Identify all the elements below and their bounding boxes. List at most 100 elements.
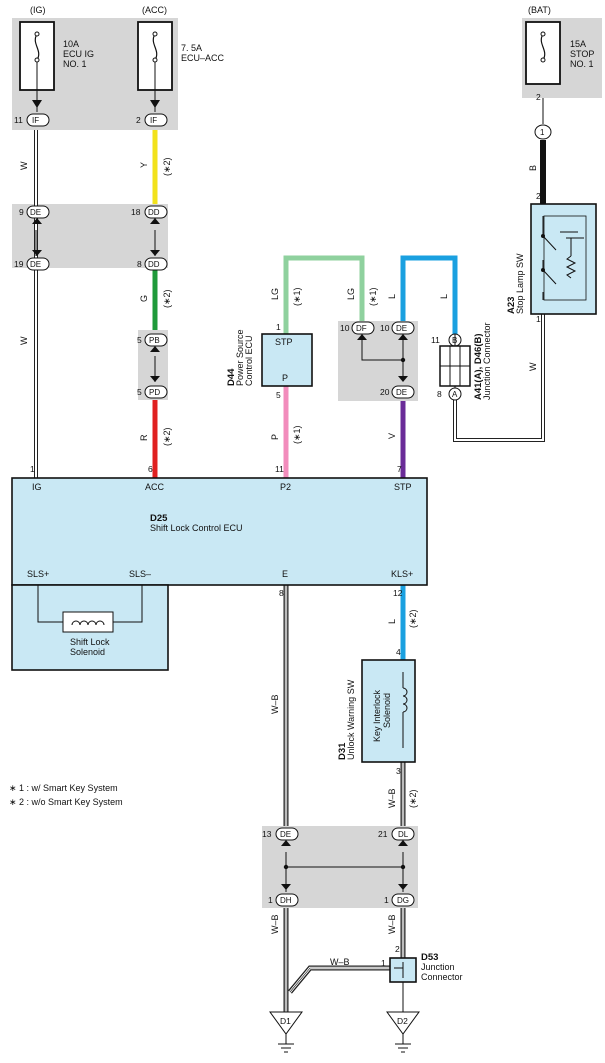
- conn-dd-1: DD: [148, 208, 160, 217]
- conn-dl: DL: [398, 830, 409, 839]
- stop-lamp-switch: [530, 203, 597, 315]
- source-bat: (BAT): [528, 5, 551, 15]
- d44-code: D44: [226, 368, 237, 386]
- conn-de-3: DE: [396, 324, 407, 333]
- conn-pd: PD: [149, 388, 160, 397]
- pin-20: 20: [380, 387, 390, 397]
- conn-if-1: IF: [32, 116, 39, 125]
- d25-term-p2: P2: [280, 482, 291, 492]
- source-ig: (IG): [30, 5, 46, 15]
- connector-arrows: [32, 218, 408, 890]
- wl-b: B: [528, 165, 538, 171]
- conn-de-4: DE: [396, 388, 407, 397]
- d25-term-stp: STP: [394, 482, 412, 492]
- pin-10-de: 10: [380, 323, 390, 333]
- d25-term-kls: KLS+: [391, 569, 413, 579]
- fuse-acc-name1: ECU–ACC: [181, 53, 225, 63]
- pin-8-dd: 8: [137, 259, 142, 269]
- d25-code: D25: [150, 513, 168, 524]
- d44-top-terminal: STP: [275, 337, 293, 347]
- key-interlock-coil: [402, 687, 408, 713]
- d31-inner2: Solenoid: [382, 693, 392, 728]
- d53-name1: Junction: [421, 962, 455, 972]
- a23-code: A23: [506, 297, 517, 314]
- d31-name: Unlock Warning SW: [346, 679, 356, 760]
- a23-name: Stop Lamp SW: [515, 253, 525, 314]
- wire-lg: [283, 255, 365, 334]
- pin-5-pb: 5: [137, 335, 142, 345]
- wire-d53-d1: [288, 965, 390, 994]
- wl-p: P: [270, 434, 280, 440]
- pin-1-d53: 1: [381, 958, 386, 968]
- d25-term-e: E: [282, 569, 288, 579]
- d31-code: D31: [337, 742, 348, 760]
- fuse-stop: [525, 21, 561, 85]
- d25-term-acc: ACC: [145, 482, 165, 492]
- wl-wb-2: W–B: [387, 788, 397, 808]
- pin-4-d31: 4: [396, 647, 401, 657]
- pin-6-acc: 6: [148, 464, 153, 474]
- solenoid-name1: Shift Lock: [70, 637, 110, 647]
- pin-1-ig: 1: [30, 464, 35, 474]
- conn-b: B: [452, 336, 457, 345]
- note-2: ∗ 2 : w/o Smart Key System: [9, 797, 123, 807]
- pin-11-p2: 11: [275, 464, 284, 474]
- ground-d2-label: D2: [397, 1016, 408, 1026]
- wl-note2-b: (∗2): [162, 289, 172, 308]
- pin-2-if: 2: [136, 115, 141, 125]
- pin-2-a23: 2: [536, 191, 541, 201]
- pin-1-d44: 1: [276, 322, 281, 332]
- wl-note1-c: (∗1): [292, 425, 302, 444]
- fuse-ig-name2: NO. 1: [63, 59, 87, 69]
- conn-dd-2: DD: [148, 260, 160, 269]
- pin-13: 13: [262, 829, 272, 839]
- pin-8-e: 8: [279, 588, 284, 598]
- pin-8-a: 8: [437, 389, 442, 399]
- wl-note2-c: (∗2): [162, 427, 172, 446]
- conn-dg: DG: [397, 896, 409, 905]
- connector-ovals: [26, 113, 552, 907]
- wl-v: V: [387, 433, 397, 439]
- conn-if-2: IF: [150, 116, 157, 125]
- wl-wb-3: W–B: [270, 914, 280, 934]
- ground-d1-label: D1: [280, 1016, 291, 1026]
- wl-l-1: L: [387, 294, 397, 299]
- wl-w-2: W: [19, 336, 29, 345]
- wl-y: Y: [139, 162, 149, 168]
- a41-name: Junction Connector: [482, 322, 492, 400]
- fuse-ig-rating: 10A: [63, 39, 79, 49]
- pin-11-if: 11: [14, 115, 23, 125]
- junction-connector-a41: [439, 334, 471, 388]
- pin-11-b: 11: [431, 335, 440, 345]
- d53-code: D53: [421, 952, 438, 963]
- fuse-bat-name1: STOP: [570, 49, 594, 59]
- pin-3-d31: 3: [396, 766, 401, 776]
- wl-r: R: [139, 434, 149, 441]
- pin-1-a23: 1: [536, 314, 541, 324]
- d31-inner1: Key Interlock: [372, 689, 382, 742]
- note-1: ∗ 1 : w/ Smart Key System: [9, 783, 118, 793]
- pin-2-d53: 2: [395, 944, 400, 954]
- wl-l-2: L: [439, 294, 449, 299]
- wl-wb-4: W–B: [387, 914, 397, 934]
- wl-note2-d: (∗2): [408, 609, 418, 628]
- d44-bottom-terminal: P: [282, 373, 288, 383]
- wl-lg-1: LG: [270, 288, 280, 300]
- source-acc: (ACC): [142, 5, 167, 15]
- pin-9: 9: [19, 207, 24, 217]
- d25-term-sls-minus: SLS–: [129, 569, 151, 579]
- conn-df: DF: [356, 324, 367, 333]
- wl-note1-b: (∗1): [368, 287, 378, 306]
- conn-dh: DH: [280, 896, 292, 905]
- pin-7-stp: 7: [397, 464, 402, 474]
- fuse-ig-name1: ECU IG: [63, 49, 94, 59]
- wl-wb-1: W–B: [270, 694, 280, 714]
- d25-term-ig: IG: [32, 482, 42, 492]
- conn-de-1: DE: [30, 208, 41, 217]
- pin-19: 19: [14, 259, 24, 269]
- conn-de-5: DE: [280, 830, 291, 839]
- conn-de-2: DE: [30, 260, 41, 269]
- pin-1-dg: 1: [384, 895, 389, 905]
- shift-lock-solenoid-coil: [37, 585, 143, 633]
- pin-5-pd: 5: [137, 387, 142, 397]
